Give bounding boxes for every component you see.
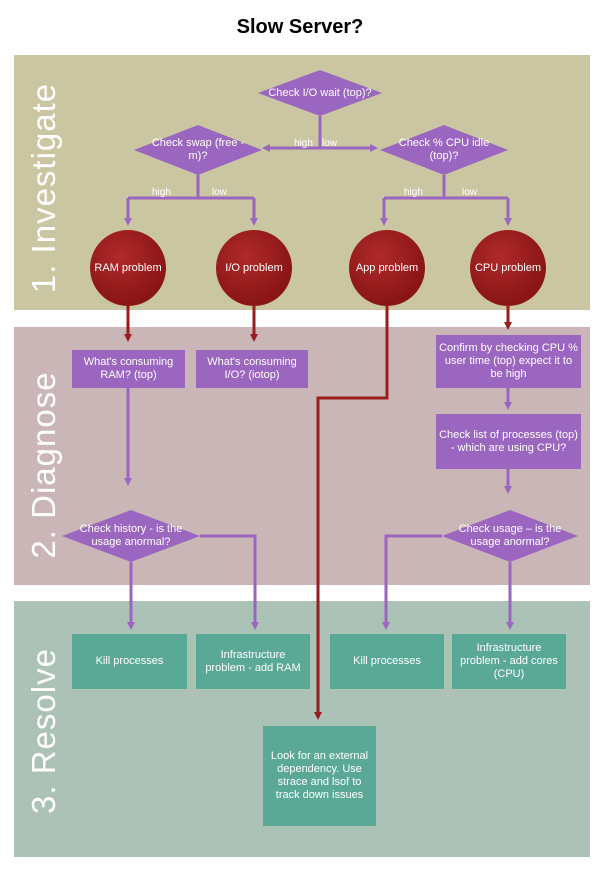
ram-consuming-step: What's consuming RAM? (top) [72,350,185,388]
kill-processes-right: Kill processes [330,634,444,689]
edge-label-history-no: No [261,587,274,598]
edge-label-swap-low: low [212,187,228,198]
edge-label-swap-high: high [152,187,171,198]
confirm-cpu-step: Confirm by checking CPU % user time (top… [436,335,581,388]
swap-decision-shape [134,125,262,175]
infrastructure-add-cores: Infrastructure problem - add cores (CPU) [452,634,566,689]
io-consuming-step: What's consuming I/O? (iotop) [196,350,308,388]
history-decision-shape [62,510,200,562]
edge-label-low: low [322,138,338,149]
kill-processes-left: Kill processes [72,634,187,689]
cpu-idle-decision-shape [380,125,508,175]
io-wait-decision-shape [258,70,382,116]
edge-label-usage-yes: Yes [394,587,411,598]
usage-decision-shape [442,510,578,562]
swap-decision: Check swap (free -m)? [151,137,245,162]
edge-label-history-yes: Yes [138,587,155,598]
cpu-idle-decision: Check % CPU idle (top)? [398,137,490,162]
ram-problem: RAM problem [90,230,166,306]
edge-label-usage-no: No [516,587,529,598]
list-processes-step: Check list of processes (top) - which ar… [436,414,581,469]
external-dependency: Look for an external dependency. Use str… [263,726,376,826]
cpu-problem: CPU problem [470,230,546,306]
history-decision: Check history - is the usage anormal? [79,523,183,548]
io-wait-decision: Check I/O wait (top)? [268,86,372,99]
edge-label-high: high [294,138,313,149]
edge-label-cpu-high: high [404,187,423,198]
io-problem: I/O problem [216,230,292,306]
page-title: Slow Server? [236,16,364,38]
app-problem: App problem [349,230,425,306]
usage-decision: Check usage – is the usage anormal? [458,523,562,548]
infrastructure-add-ram: Infrastructure problem - add RAM [196,634,310,689]
edge-label-cpu-low: low [462,187,478,198]
